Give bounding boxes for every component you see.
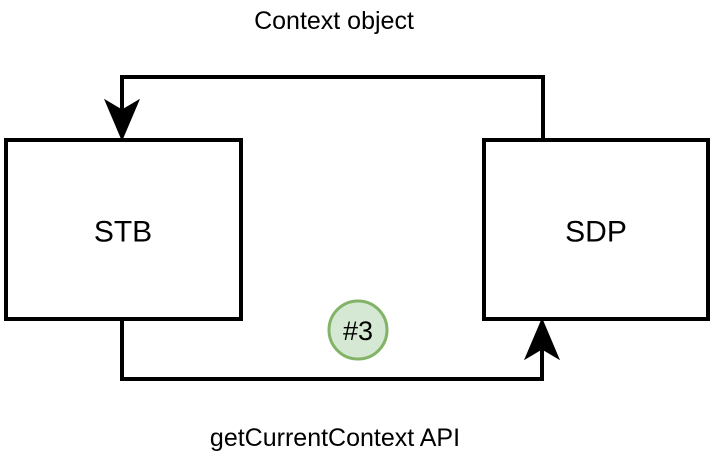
- edge-get-current-context[interactable]: [120, 317, 561, 381]
- arrow-head-down-icon: [103, 98, 141, 142]
- edge-context-object-line: [120, 75, 545, 139]
- node-stb-label: STB: [94, 216, 152, 249]
- edge-get-current-context-line: [120, 321, 544, 381]
- arrow-head-up-icon: [523, 317, 561, 361]
- node-sdp[interactable]: SDP: [482, 138, 710, 321]
- step-badge-3[interactable]: #3: [327, 299, 389, 361]
- node-sdp-label: SDP: [565, 216, 627, 249]
- edge-label-get-current-context: getCurrentContext API: [210, 424, 460, 452]
- edge-label-context-object: Context object: [254, 7, 414, 35]
- edge-context-object[interactable]: [103, 75, 545, 142]
- node-stb[interactable]: STB: [4, 138, 243, 321]
- node-stb-box: [4, 138, 243, 321]
- node-sdp-box: [482, 138, 710, 321]
- step-badge-3-label: #3: [343, 316, 373, 346]
- step-badge-3-circle: [327, 299, 389, 361]
